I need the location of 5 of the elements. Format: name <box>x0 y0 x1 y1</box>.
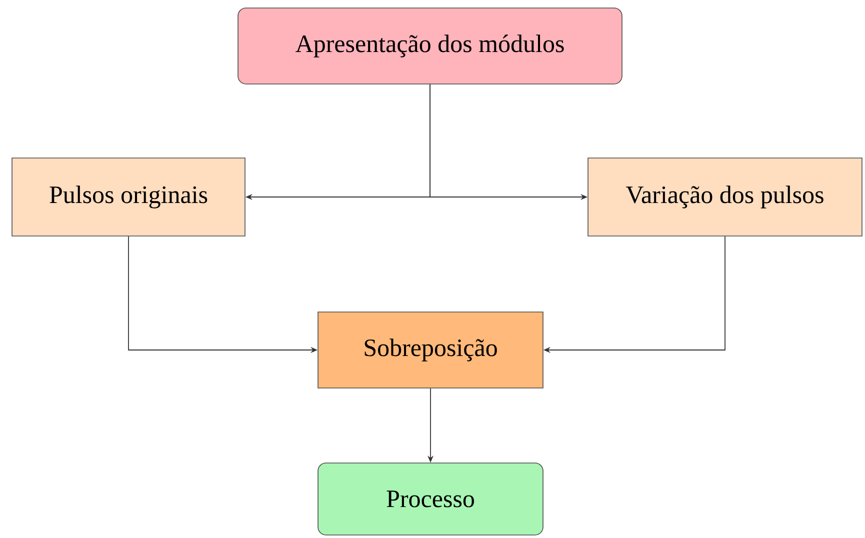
process-box: Variação dos pulsos <box>588 158 862 236</box>
process-box: Sobreposição <box>318 312 544 388</box>
result-box: Processo <box>318 462 544 536</box>
process-box: Pulsos originais <box>12 158 246 236</box>
title-box: Apresentação dos módulos <box>238 8 622 84</box>
